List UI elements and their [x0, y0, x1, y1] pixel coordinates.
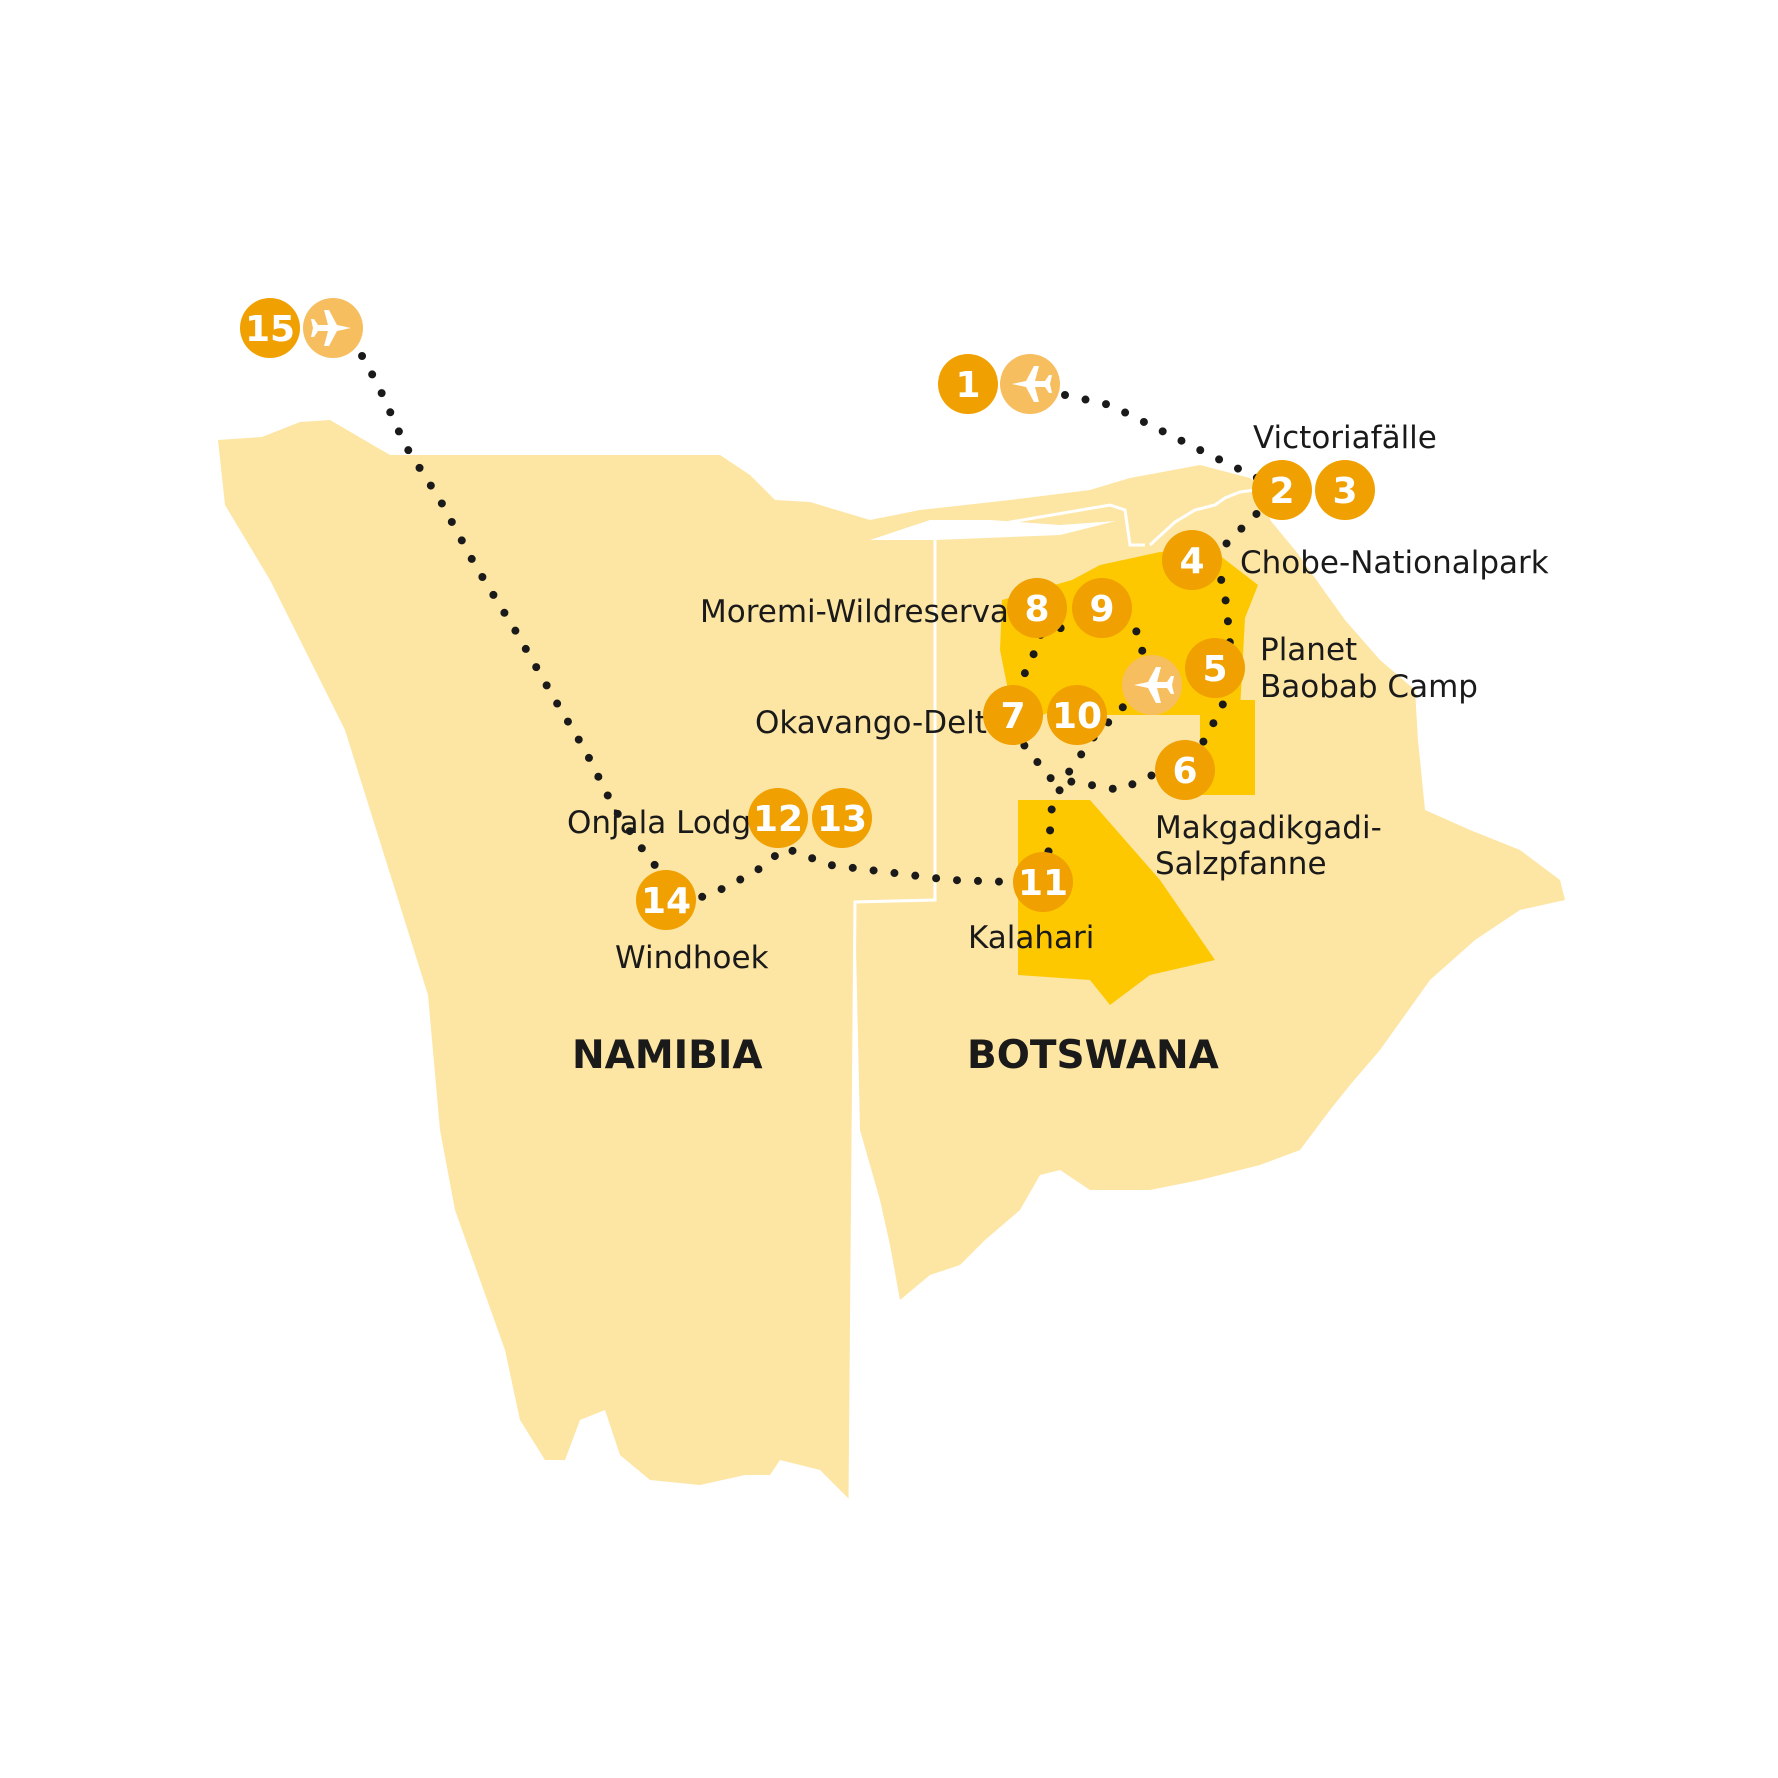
stop-marker-9: 9 — [1072, 578, 1132, 638]
stop-number: 4 — [1179, 541, 1204, 582]
stop-marker-15: 15 — [240, 298, 300, 358]
place-label-planet-baobab-line1: Planet — [1260, 632, 1357, 668]
flight-marker — [303, 298, 363, 358]
stop-marker-12: 12 — [748, 788, 808, 848]
caprivi-strip-shape — [870, 465, 1270, 540]
place-label-chobe: Chobe-Nationalpark — [1240, 545, 1549, 581]
place-label-planet-baobab-line2: Baobab Camp — [1260, 669, 1478, 705]
stop-number: 2 — [1269, 471, 1294, 512]
stop-marker-circle — [240, 298, 300, 358]
stop-marker-circle — [1155, 740, 1215, 800]
caprivi-border — [934, 503, 1145, 547]
stop-marker-circle — [1185, 638, 1245, 698]
stop-marker-circle — [1162, 530, 1222, 590]
flight-marker — [1122, 655, 1182, 715]
stop-marker-2: 2 — [1252, 460, 1312, 520]
zambia-border — [1148, 488, 1256, 547]
place-label-makgadikgadi-line2: Salzpfanne — [1155, 846, 1327, 882]
stop-marker-circle — [1072, 578, 1132, 638]
stop-marker-circle — [1047, 685, 1107, 745]
stop-marker-13: 13 — [812, 788, 872, 848]
kalahari-reserve — [1018, 800, 1215, 1005]
stop-marker-8: 8 — [1007, 578, 1067, 638]
stop-marker-10: 10 — [1047, 685, 1107, 745]
stop-marker-6: 6 — [1155, 740, 1215, 800]
stop-marker-14: 14 — [636, 870, 696, 930]
stop-marker-circle — [983, 685, 1043, 745]
stop-marker-1: 1 — [938, 354, 998, 414]
place-label-moremi: Moremi-Wildreservat — [700, 594, 1021, 630]
stop-number: 11 — [1018, 863, 1068, 904]
stop-number: 14 — [641, 881, 691, 922]
stop-number: 8 — [1024, 589, 1049, 630]
stop-number: 15 — [245, 309, 295, 350]
place-label-kalahari: Kalahari — [968, 920, 1094, 956]
stop-marker-circle — [636, 870, 696, 930]
airplane-icon — [1134, 667, 1174, 703]
stop-marker-circle — [938, 354, 998, 414]
place-label-onjala: Onjala Lodge — [567, 805, 770, 841]
stop-number: 7 — [1000, 696, 1025, 737]
stop-marker-circle — [748, 788, 808, 848]
namibia-shape — [218, 420, 870, 1500]
country-label-botswana: BOTSWANA — [967, 1033, 1219, 1078]
flight-markers — [303, 298, 1182, 715]
stop-marker-circle — [1007, 578, 1067, 638]
stop-number: 5 — [1202, 649, 1227, 690]
stop-marker-circle — [1013, 852, 1073, 912]
place-label-okavango: Okavango-Delta — [755, 705, 1006, 741]
stop-marker-circle — [1315, 460, 1375, 520]
stop-marker-circle — [1252, 460, 1312, 520]
namibia-botswana-border — [848, 535, 937, 1501]
stop-number: 12 — [753, 799, 803, 840]
stop-marker-3: 3 — [1315, 460, 1375, 520]
stop-marker-7: 7 — [983, 685, 1043, 745]
stop-number: 6 — [1172, 751, 1197, 792]
airplane-icon — [1012, 366, 1052, 402]
stop-number: 1 — [955, 365, 980, 406]
place-label-victoriafaelle: Victoriafälle — [1253, 420, 1437, 456]
stop-number: 10 — [1052, 696, 1102, 737]
stop-marker-4: 4 — [1162, 530, 1222, 590]
place-label-makgadikgadi-line1: Makgadikgadi- — [1155, 810, 1382, 846]
stop-number: 13 — [817, 799, 867, 840]
flight-marker — [1000, 354, 1060, 414]
stop-number: 3 — [1332, 471, 1357, 512]
stop-marker-11: 11 — [1013, 852, 1073, 912]
airplane-icon — [311, 310, 351, 346]
country-label-namibia: NAMIBIA — [572, 1033, 763, 1078]
stop-number: 9 — [1089, 589, 1114, 630]
place-label-windhoek: Windhoek — [615, 940, 769, 976]
stop-marker-5: 5 — [1185, 638, 1245, 698]
stop-marker-circle — [812, 788, 872, 848]
